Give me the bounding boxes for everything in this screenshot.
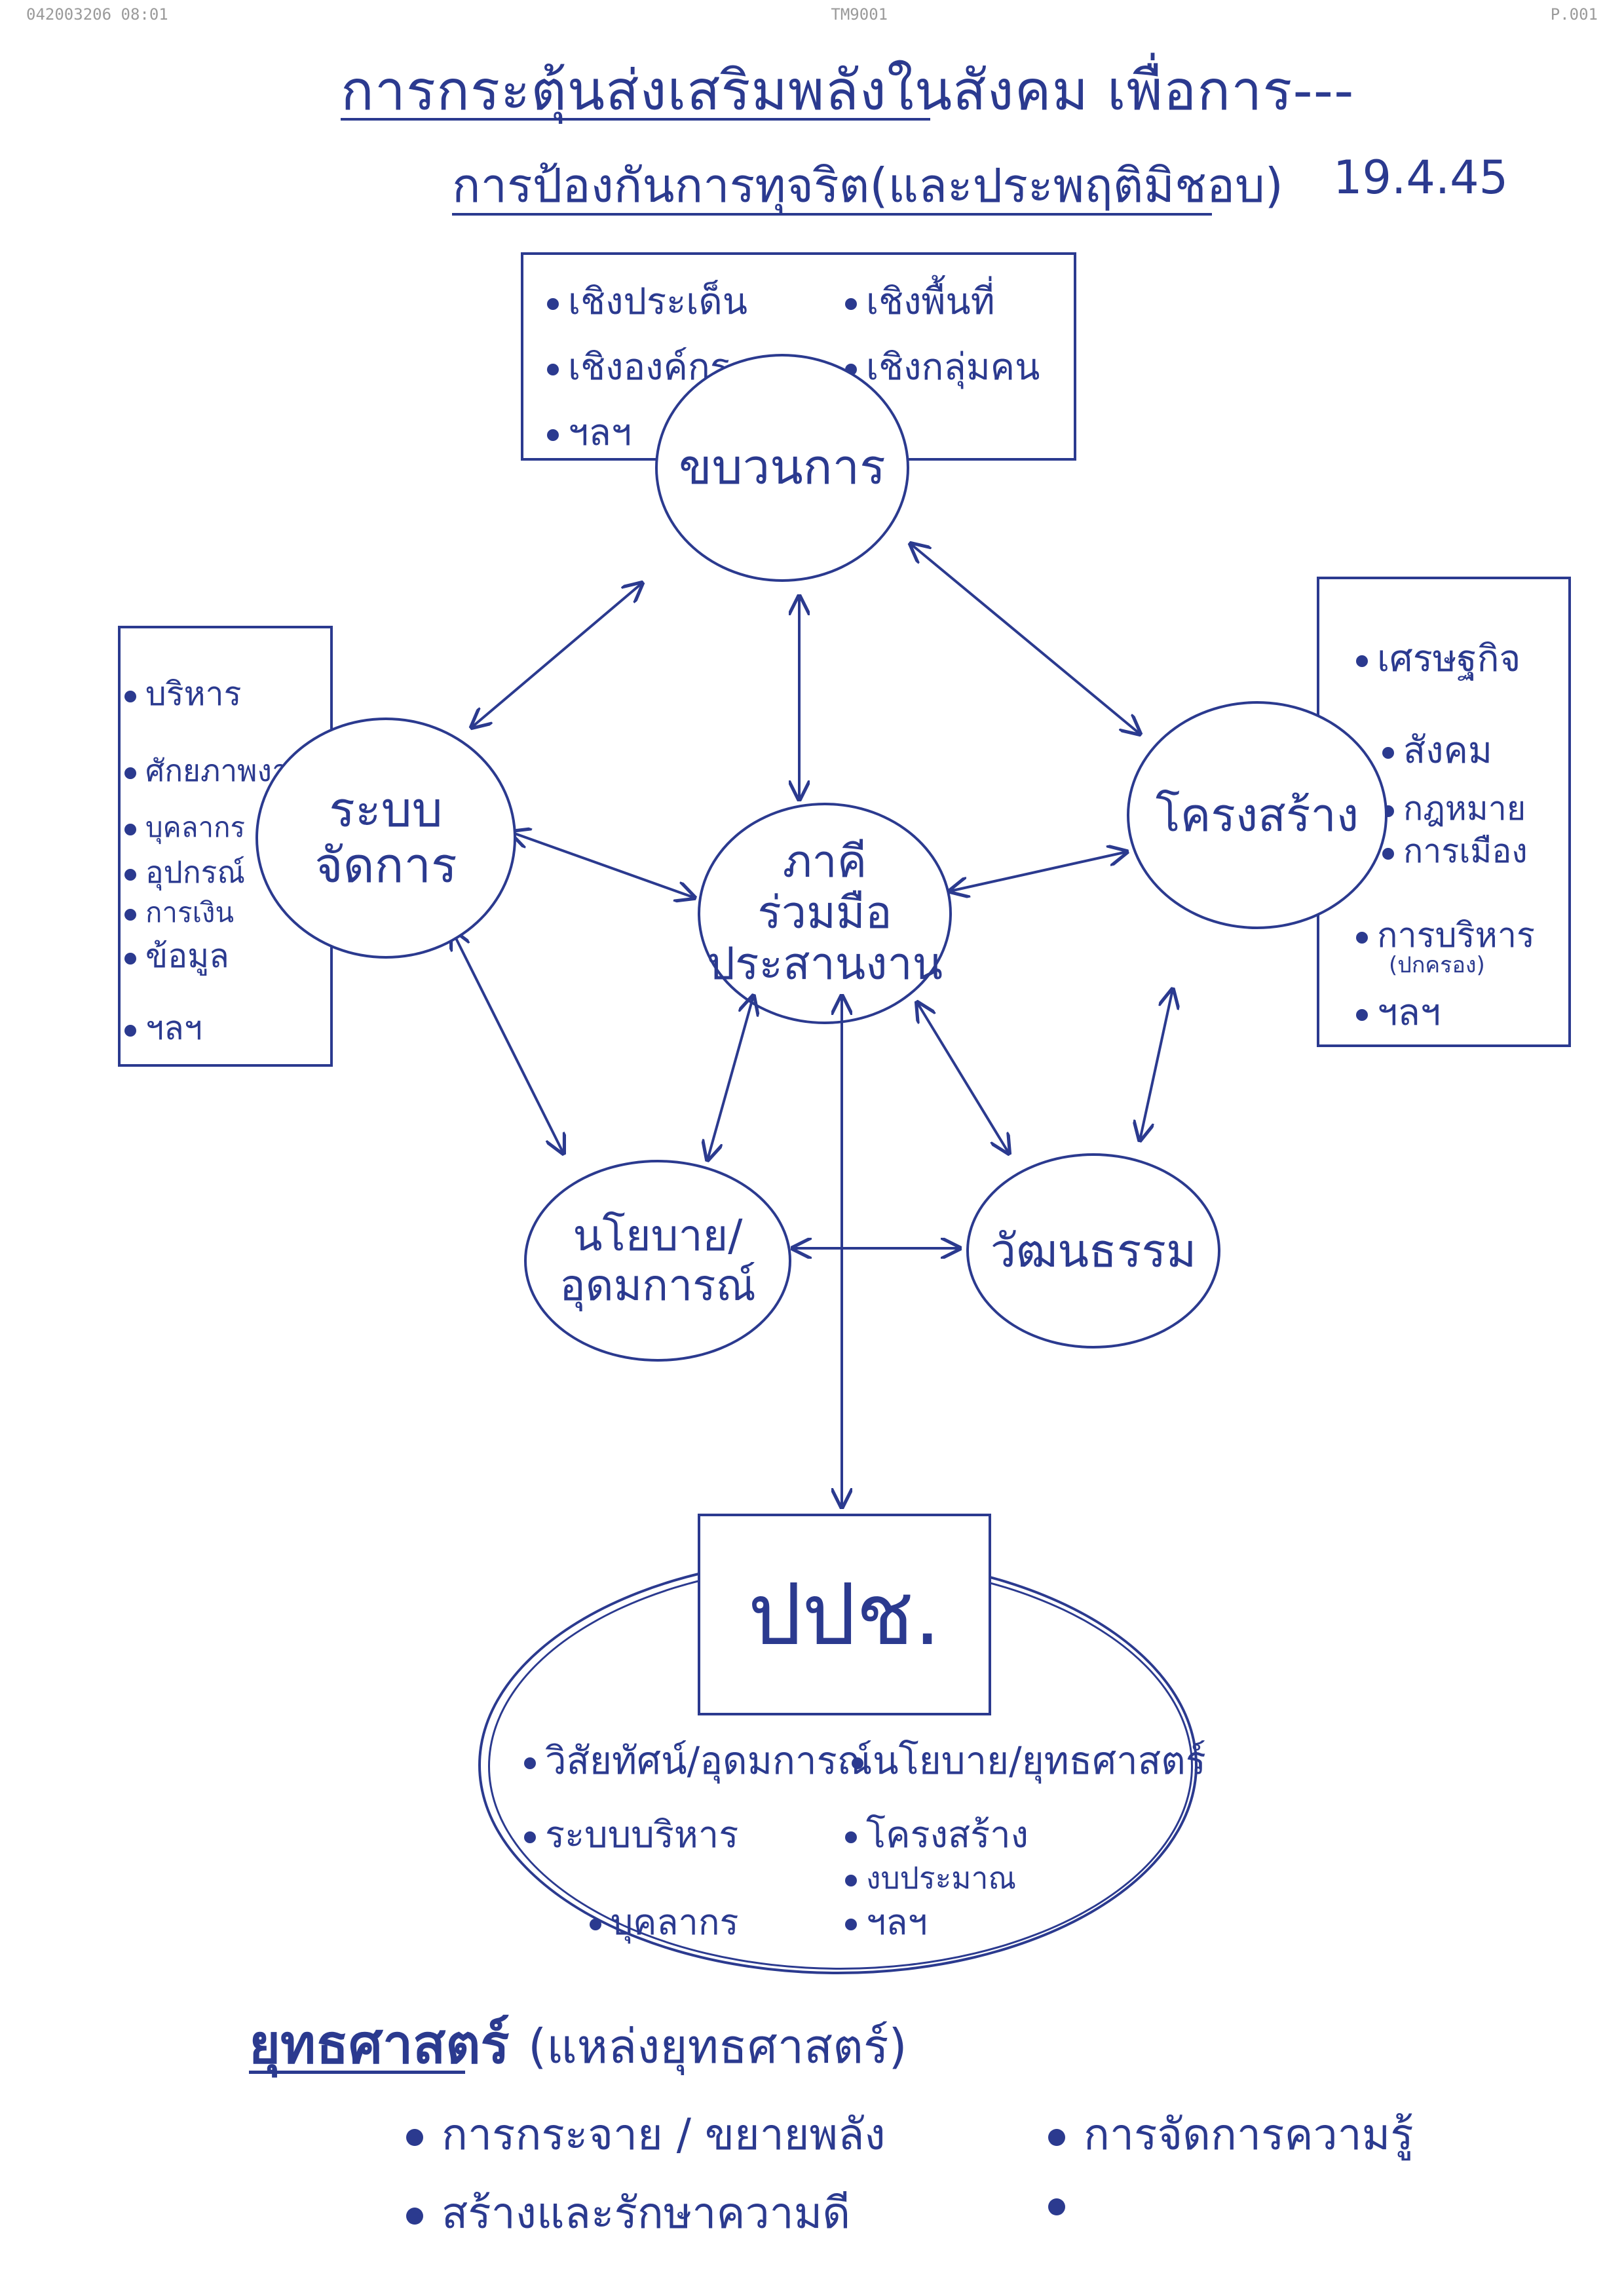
fax-header-left: 042003206 08:01 (26, 5, 168, 24)
fax-header-right: P.001 (1550, 5, 1598, 24)
fax-header-mid: TM9001 (831, 5, 888, 24)
strategy-item: การจัดการความรู้ (1048, 2100, 1414, 2169)
node-culture: วัฒนธรรม (966, 1153, 1220, 1349)
nacc-item: นโยบาย/ยุทธศาสตร์ (852, 1730, 1206, 1791)
arrow-partnership-culture (917, 1003, 1009, 1153)
node-nacc-label: ปปช. (747, 1565, 941, 1664)
nacc-item: ระบบบริหาร (524, 1805, 738, 1864)
bullet-icon (124, 690, 136, 702)
strategy-item (1048, 2179, 1084, 2229)
arrow-movement-structure (911, 544, 1140, 734)
bullet-icon (1382, 847, 1394, 860)
bullet-icon (845, 297, 857, 310)
bullet-icon (124, 908, 136, 921)
bullet-icon (124, 868, 136, 881)
node-culture-label: วัฒนธรรม (990, 1223, 1197, 1278)
bullet-icon (1048, 2128, 1065, 2146)
node-policy: นโยบาย/ อุดมการณ์ (524, 1160, 791, 1362)
top-box-item: เชิงประเด็น (547, 272, 747, 330)
bullet-icon (1356, 932, 1368, 944)
node-management: ระบบ จัดการ (255, 718, 516, 959)
bullet-icon (1382, 746, 1394, 759)
left-box-item: บริหาร (124, 668, 241, 720)
arrow-management-partnership (511, 832, 694, 898)
node-structure-label: โครงสร้าง (1155, 788, 1359, 842)
strategy-item: สร้างและรักษาความดี (406, 2179, 850, 2248)
right-box-item: (ปกครอง) (1389, 952, 1485, 978)
node-structure: โครงสร้าง (1127, 701, 1388, 929)
node-policy-label: นโยบาย/ อุดมการณ์ (559, 1210, 756, 1311)
arrow-movement-management (472, 583, 642, 727)
bullet-icon (547, 363, 559, 375)
left-box-item: การเงิน (124, 891, 234, 934)
bullet-icon (524, 1757, 536, 1769)
nacc-item: บุคลากร (590, 1894, 739, 1950)
left-box-item: ฯลฯ (124, 1003, 202, 1054)
arrow-partnership-policy (708, 996, 753, 1160)
nacc-item: โครงสร้าง (845, 1805, 1029, 1864)
bullet-icon (1356, 1008, 1368, 1021)
node-nacc: ปปช. (698, 1514, 991, 1715)
strategy-heading: ยุทธศาสตร์ (แหล่งยุทธศาสตร์) (249, 2002, 907, 2087)
page-subtitle: การป้องกันการทุจริต(และประพฤติมิชอบ) (452, 158, 1283, 213)
bullet-icon (547, 297, 559, 310)
top-box-item: เชิงพื้นที่ (845, 272, 995, 330)
nacc-item: งบประมาณ (845, 1854, 1016, 1902)
bullet-icon (124, 1024, 136, 1037)
bullet-icon (845, 1874, 857, 1886)
nacc-item: วิสัยทัศน์/อุดมการณ์ (524, 1730, 873, 1791)
bullet-icon (124, 767, 136, 779)
node-partnership-label: ภาคี ร่วมมือ ประสานงาน (706, 835, 943, 991)
right-box-item: การเมือง (1382, 826, 1528, 877)
left-box-item: อุปกรณ์ (124, 849, 245, 896)
strategy-note: (แหล่งยุทธศาสตร์) (528, 2019, 907, 2074)
bullet-icon (124, 823, 136, 835)
right-box-item: เศรษฐกิจ (1356, 629, 1520, 687)
strategy-underline (249, 2071, 465, 2074)
strategy-title: ยุทธศาสตร์ (249, 2014, 510, 2076)
node-movement: ขบวนการ (655, 354, 909, 582)
nacc-item: ฯลฯ (845, 1894, 928, 1950)
bullet-icon (590, 1919, 601, 1931)
bullet-icon (547, 429, 559, 441)
bullet-icon (845, 1831, 857, 1843)
bullet-icon (1048, 2198, 1065, 2215)
top-box-item: เชิงกลุ่มคน (845, 337, 1040, 396)
fax-header: 042003206 08:01 TM9001 P.001 (26, 5, 1598, 25)
bullet-icon (406, 2128, 423, 2146)
right-box-item: ฯลฯ (1356, 983, 1441, 1041)
arrow-structure-partnership (950, 852, 1127, 891)
date-label: 19.4.45 (1333, 151, 1509, 204)
node-partnership: ภาคี ร่วมมือ ประสานงาน (698, 803, 952, 1024)
left-box-item: ข้อมูล (124, 930, 229, 982)
bullet-icon (1356, 655, 1368, 667)
left-box-item: บุคลากร (124, 806, 245, 849)
node-movement-label: ขบวนการ (679, 439, 886, 496)
bullet-icon (406, 2207, 423, 2225)
right-box-item: การบริหาร (1356, 908, 1535, 962)
bullet-icon (524, 1831, 536, 1843)
bullet-icon (124, 952, 136, 965)
arrow-structure-culture (1140, 989, 1173, 1140)
bullet-icon (845, 1919, 857, 1931)
page-title: การกระตุ้นส่งเสริมพลังในสังคม เพื่อการ--… (341, 58, 1355, 123)
node-management-label: ระบบ จัดการ (314, 781, 457, 894)
right-box-item: สังคม (1382, 721, 1492, 779)
title-underline (341, 118, 930, 121)
bullet-icon (852, 1757, 863, 1769)
strategy-item: การกระจาย / ขยายพลัง (406, 2100, 886, 2169)
right-box-item: กฎหมาย (1382, 783, 1526, 835)
arrow-management-policy (452, 930, 563, 1153)
subtitle-underline (452, 213, 1212, 216)
top-box-item: ฯลฯ (547, 403, 632, 461)
